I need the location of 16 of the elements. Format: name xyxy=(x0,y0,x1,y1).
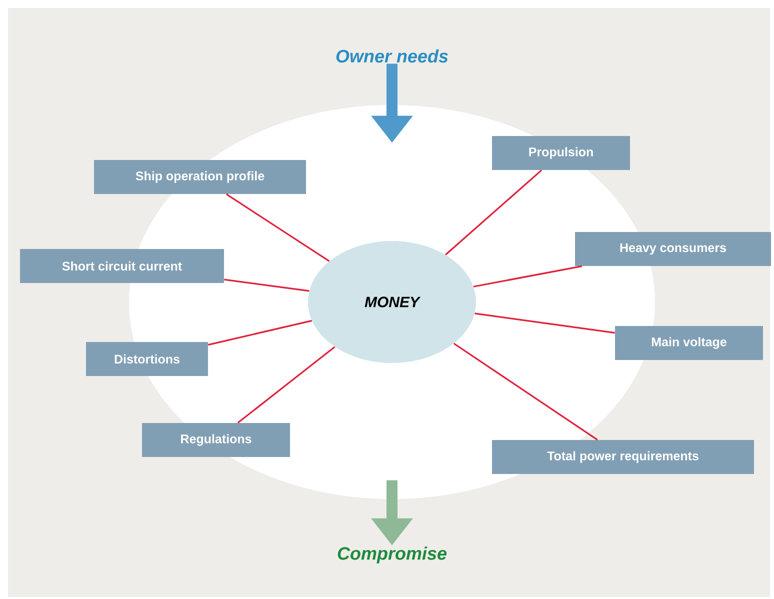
factor-box: Heavy consumers xyxy=(575,232,771,266)
connector-line xyxy=(473,265,582,288)
factor-box: Distortions xyxy=(86,342,208,376)
connector-line xyxy=(453,342,598,440)
connector-line xyxy=(208,320,312,346)
connector-line xyxy=(226,194,330,262)
connector-line xyxy=(474,312,615,334)
heading-text: Owner needs xyxy=(336,49,448,63)
factor-box: Total power requirements xyxy=(492,440,754,474)
factor-box: Ship operation profile xyxy=(94,160,306,194)
connector-line xyxy=(237,346,336,424)
heading-text: Compromise xyxy=(338,546,447,564)
factor-box: Short circuit current xyxy=(20,249,224,283)
connector-line xyxy=(445,170,542,256)
connector-line xyxy=(224,278,310,292)
factor-box: Main voltage xyxy=(615,326,763,360)
